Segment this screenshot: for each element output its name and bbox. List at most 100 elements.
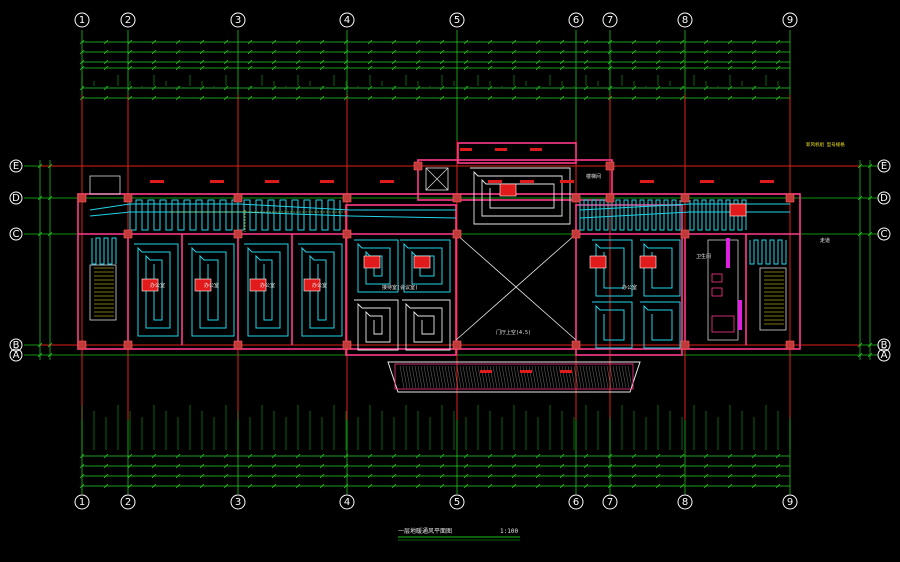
tick [439,49,445,55]
tick [271,483,277,489]
tick [559,473,565,479]
tick [343,453,349,459]
grid-bubble-col-2: 2 [120,494,136,510]
tick [271,463,277,469]
canopy-hatch [603,365,609,389]
canopy-hatch [405,365,411,389]
column [233,340,243,350]
tick [415,473,421,479]
tick [79,483,85,489]
grid-bubble-col-5: 5 [449,494,465,510]
equipment-note: 新风机组 型号规格 [806,141,845,148]
tick [535,483,541,489]
tick [439,483,445,489]
tick [775,463,781,469]
tick [175,463,181,469]
column [680,229,690,239]
tick [415,65,421,71]
tick [631,65,637,71]
tick [439,463,445,469]
tick [439,95,445,101]
tick [511,95,517,101]
grid-bubble-col-7: 7 [602,494,618,510]
tick [631,85,637,91]
tick [175,85,181,91]
tick [679,65,685,71]
tick [607,85,613,91]
tick [247,453,253,459]
tick [103,39,109,45]
tick [607,463,613,469]
tick [415,49,421,55]
column [452,340,462,350]
column [571,193,581,203]
tick [367,95,373,101]
tick [751,453,757,459]
grid-label: A [13,350,20,361]
grid-bubble-col-8: 8 [677,12,693,28]
room-tag [194,278,212,292]
diffuser [265,180,279,183]
column [785,340,795,350]
tick [511,65,517,71]
grid-bubble-col-1: 1 [74,494,90,510]
tick [343,39,349,45]
drawing-title: 一层地暖通风平面图 [398,527,452,535]
tick [727,453,733,459]
diffuser [480,370,492,373]
grid-bubble-col-1: 1 [74,12,90,28]
tick [727,463,733,469]
tick [223,39,229,45]
tick [103,453,109,459]
tick [631,49,637,55]
grid-label: 8 [682,15,688,26]
grid-label: C [13,229,20,240]
canopy-hatch [594,365,600,389]
tick [751,59,757,65]
tick [127,483,133,489]
tick [151,59,157,65]
room-label-wc: 卫生间 [696,253,711,260]
tick [751,49,757,55]
tick [703,473,709,479]
room-tag [141,278,159,292]
tick [679,463,685,469]
tick [391,39,397,45]
tick [223,473,229,479]
heating-coil [188,243,235,337]
tick [751,39,757,45]
tick [559,453,565,459]
canopy-hatch [498,365,504,389]
tick [511,473,517,479]
tick [559,463,565,469]
heating-coil [470,167,571,225]
tick [199,463,205,469]
tick [37,163,43,169]
tick [751,95,757,101]
canopy-hatch [615,365,621,389]
tick [775,39,781,45]
tick [857,231,863,237]
tick [47,231,53,237]
ahu-cross [425,167,449,191]
canopy-hatch [504,365,510,389]
tick [727,473,733,479]
canopy-hatch [525,365,531,389]
tick [583,85,589,91]
tick [775,473,781,479]
grid-label: 4 [344,15,350,26]
canopy-hatch [531,365,537,389]
tick [47,342,53,348]
tick [727,39,733,45]
room-tag [303,278,321,292]
tick [439,59,445,65]
tick [631,473,637,479]
tick [103,65,109,71]
heating-coil [579,199,681,231]
tick [223,483,229,489]
tick [175,483,181,489]
tick [775,59,781,65]
tick [559,483,565,489]
tick [79,59,85,65]
canopy-hatch [459,365,465,389]
